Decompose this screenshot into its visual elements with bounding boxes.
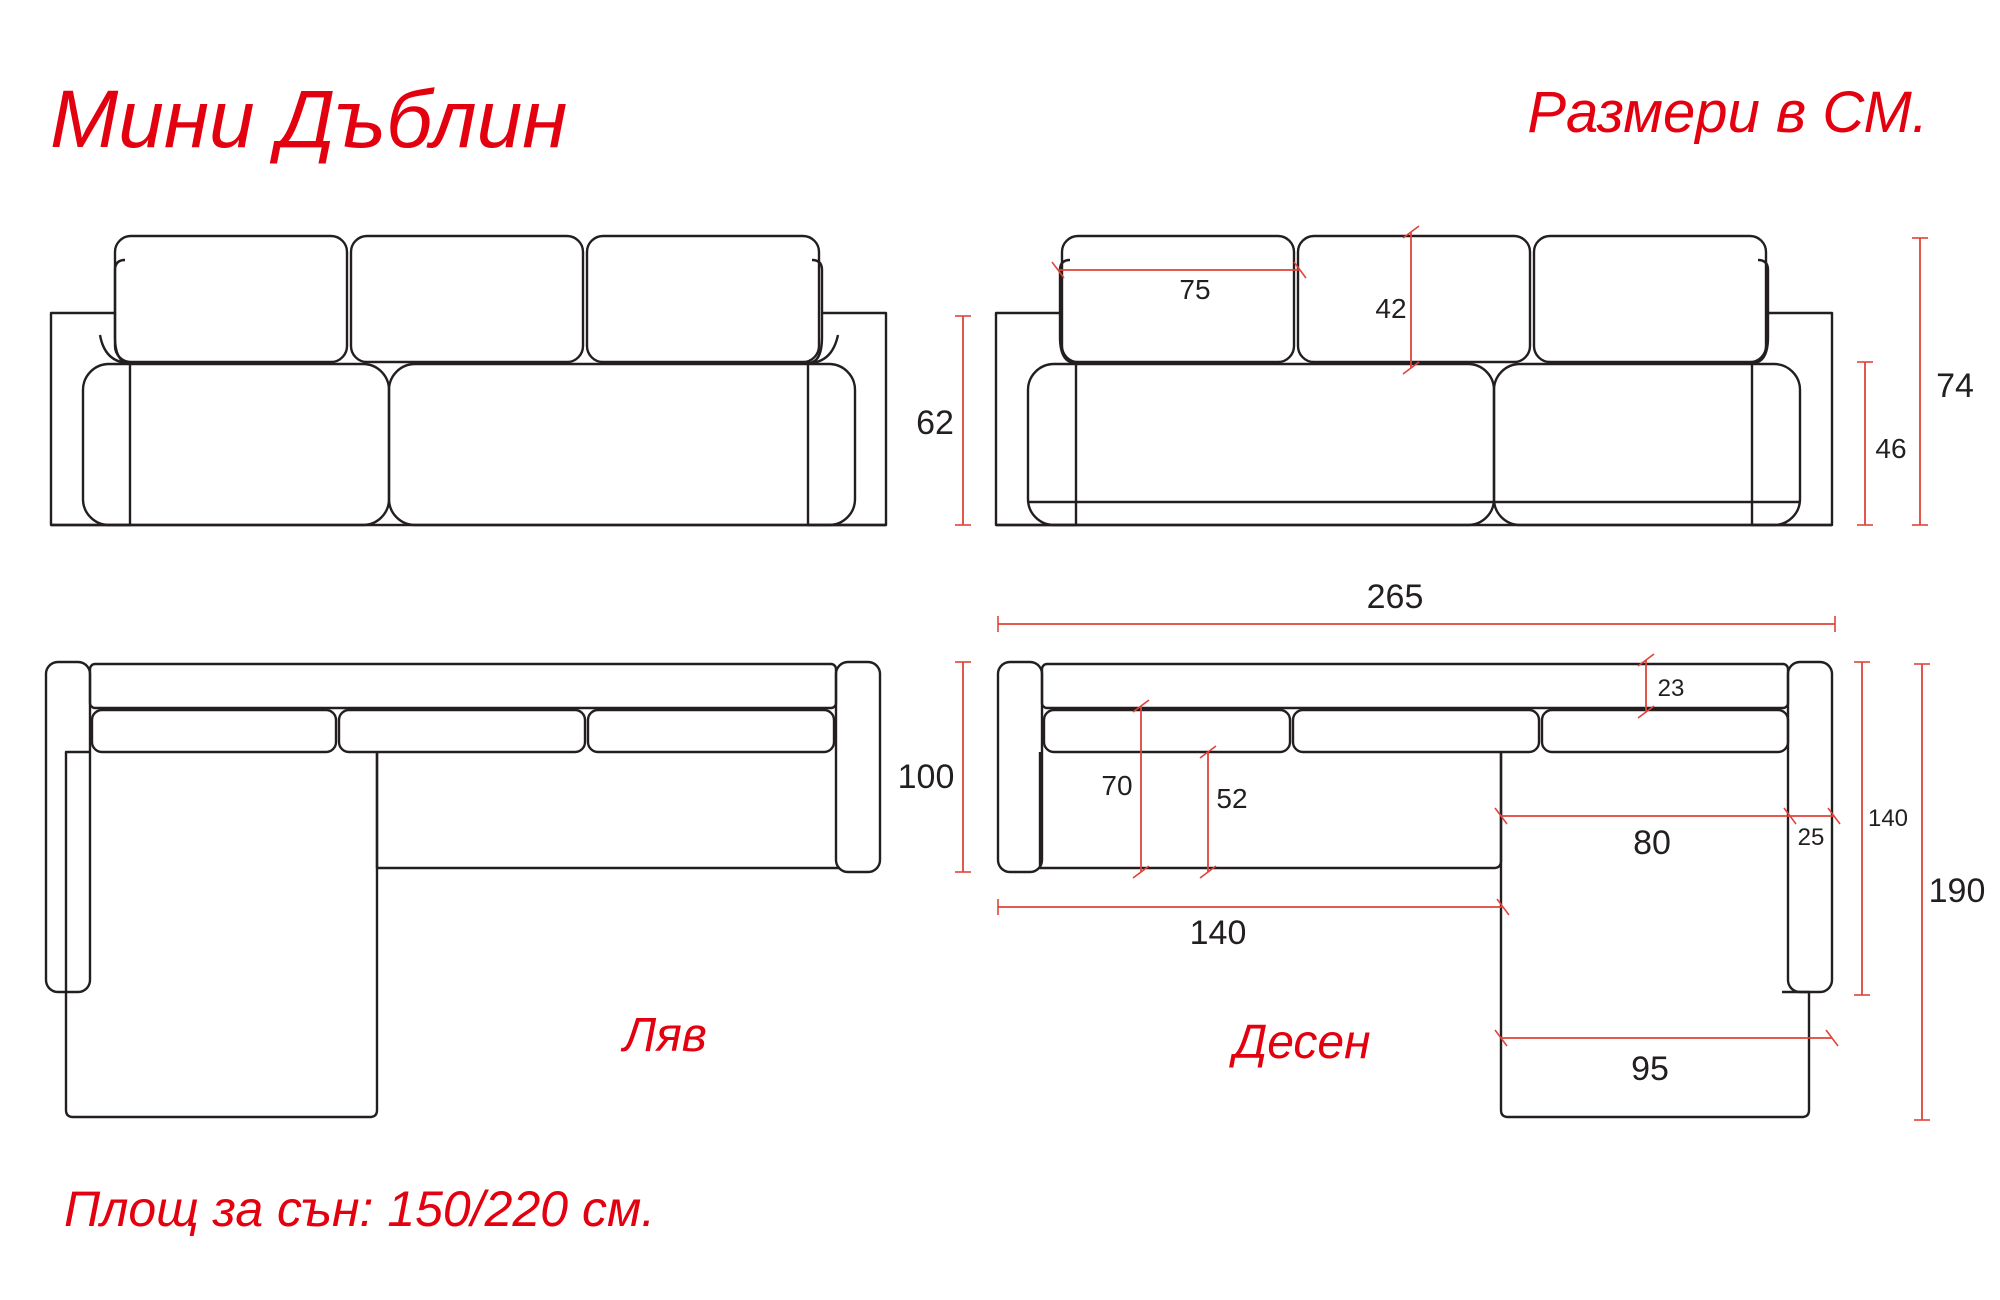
front-view-left [49,234,888,527]
dimension-depth-left: 100 [898,758,955,796]
dimension-sofa-part-width: 140 [1190,914,1247,952]
dimension-chaise-width: 95 [1631,1050,1669,1088]
product-title: Мини Дъблин [50,74,567,165]
top-view-right [996,660,1834,1119]
dimension-armrest-width: 25 [1798,824,1825,851]
dimension-total-length: 190 [1929,872,1986,910]
variant-right-label: Десен [1228,1016,1370,1069]
dimension-seat-depth-full: 70 [1101,770,1132,801]
variant-left-label: Ляв [620,1009,707,1062]
top-view-left [44,660,882,1119]
dimension-chaise-seat-width: 80 [1633,824,1671,862]
dimension-cushion-width: 75 [1179,274,1210,305]
dimension-total-width: 265 [1367,578,1424,616]
units-note: Размери в СМ. [1527,80,1928,145]
front-view-right [994,234,1834,527]
dimension-back-cushion-height: 42 [1375,293,1406,324]
dimension-total-height: 74 [1936,367,1974,405]
dimension-seat-height: 46 [1875,433,1906,464]
dimension-front-height-left: 62 [916,404,954,442]
dimension-seat-depth: 52 [1216,783,1247,814]
dimension-backrest-depth: 23 [1658,675,1685,702]
dimension-chaise-inner-length: 140 [1868,805,1908,832]
sleep-area-note: Площ за сън: 150/220 см. [64,1181,655,1237]
